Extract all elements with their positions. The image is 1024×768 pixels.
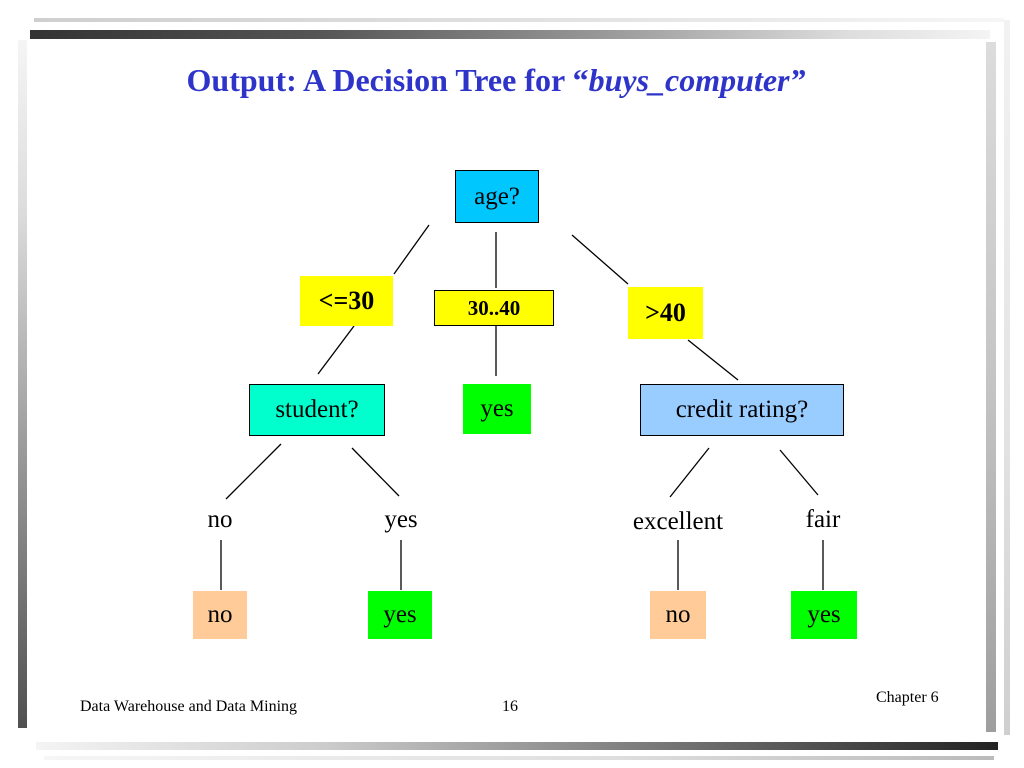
edge-student-yes [351,447,400,497]
leaf-no-student-label: no [207,601,233,628]
branch-30-40-label: 30..40 [467,295,521,320]
right-border-bar [986,42,996,732]
leaf-yes-student-label: yes [383,601,417,628]
leaf-yes-student: yes [368,591,432,639]
edge-credit-fair [779,449,819,496]
branch-gt40: >40 [628,287,703,339]
leaf-yes-fair-label: yes [807,601,841,628]
student-branch-no: no [190,503,250,537]
bottom-border-bar [36,742,998,750]
leaf-no-excellent-label: no [665,601,691,628]
credit-branch-fair: fair [790,503,856,537]
edge-root-gt40 [571,234,629,285]
right-border-light [1004,20,1010,735]
student-label: student? [275,396,359,423]
leaf-no-excellent: no [650,591,706,639]
branch-30-40: 30..40 [434,290,554,326]
top-border-light [34,18,1004,22]
root-node-age: age? [455,170,539,223]
bottom-border-light [44,756,994,760]
footer-page-number: 16 [502,698,518,715]
edge-student-no [225,443,282,500]
edge-le30-student [317,325,355,375]
student-yes-label: yes [384,506,418,533]
branch-le30-label: <=30 [318,286,375,315]
branch-gt40-label: >40 [645,298,686,327]
student-no-label: no [207,506,233,533]
branch-le30: <=30 [300,276,393,326]
leaf-yes-30-40-label: yes [480,395,514,422]
leaf-yes-fair: yes [791,591,857,639]
leaf-yes-30-40: yes [463,384,531,434]
credit-branch-excellent: excellent [608,505,748,539]
edge-root-le30 [393,224,430,275]
footer-chapter: Chapter 6 [876,689,939,706]
title-emphasis: buys_computer” [588,62,806,98]
credit-rating-node: credit rating? [640,384,844,436]
footer-course-title: Data Warehouse and Data Mining [80,698,298,715]
root-label: age? [474,182,520,210]
leaf-no-student: no [193,591,247,639]
credit-fair-label: fair [805,506,841,533]
left-border-bar [18,40,27,728]
edge-credit-excellent [669,447,710,498]
credit-excellent-label: excellent [632,508,724,535]
student-branch-yes: yes [366,503,436,537]
top-border-bar [30,30,990,39]
edge-gt40-credit [687,339,739,381]
credit-label: credit rating? [675,396,809,423]
slide-title: Output: A Decision Tree for “buys_comput… [60,62,932,99]
title-prefix: Output: A Decision Tree for “ [186,62,589,98]
student-node: student? [249,384,385,436]
